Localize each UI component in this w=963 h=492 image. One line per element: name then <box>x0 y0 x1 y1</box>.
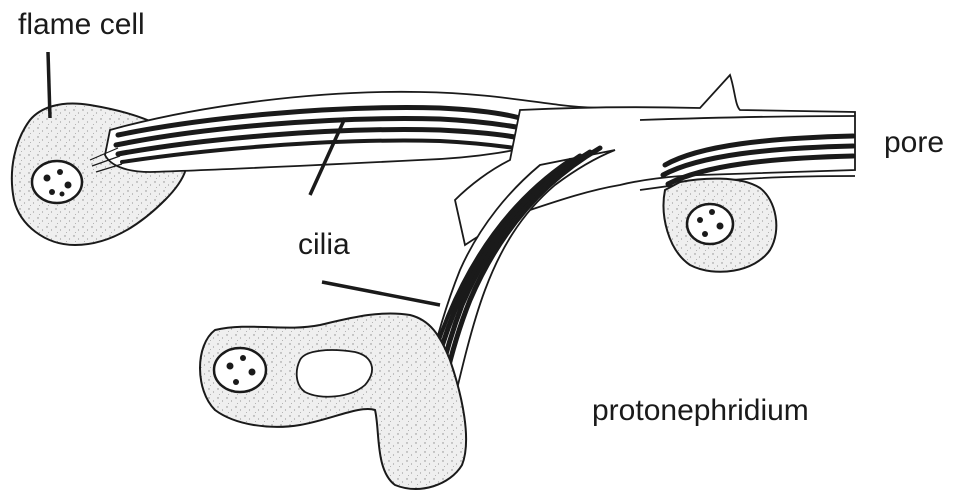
protonephridium-label: protonephridium <box>592 396 809 426</box>
pore-label: pore <box>884 128 944 158</box>
cilia-label: cilia <box>298 230 350 260</box>
flame-cell-label: flame cell <box>18 10 145 40</box>
duct-cell-right-nucleus <box>687 204 733 244</box>
lower-flame-cell-body <box>200 313 466 488</box>
lower-flame-cell-nucleus <box>214 348 266 392</box>
flame-cell-nucleus <box>32 161 82 203</box>
flame-cell-pointer <box>48 52 50 118</box>
cilia-pointer-lower <box>322 282 440 305</box>
